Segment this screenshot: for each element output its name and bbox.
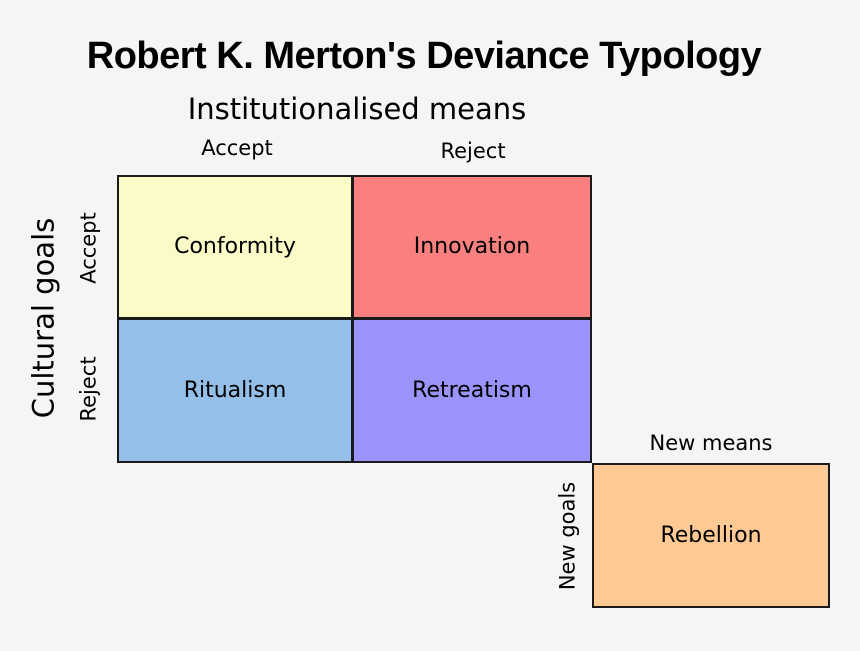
cell-innovation-label: Innovation [413, 234, 531, 260]
row-header-reject: Reject [76, 356, 101, 422]
cell-ritualism-label: Ritualism [183, 377, 287, 403]
cell-rebellion-label: Rebellion [660, 523, 762, 548]
col-header-accept: Accept [201, 136, 273, 160]
cell-retreatism-label: Retreatism [412, 377, 532, 403]
y-axis-title: Cultural goals [26, 217, 61, 419]
row-header-accept: Accept [76, 212, 101, 284]
cell-ritualism: Ritualism [119, 319, 354, 461]
col-header-reject: Reject [440, 139, 506, 163]
cell-retreatism: Retreatism [354, 319, 590, 461]
typology-matrix: Conformity Innovation Ritualism Retreati… [117, 175, 592, 463]
cell-conformity: Conformity [119, 177, 354, 320]
cell-innovation: Innovation [354, 177, 590, 320]
cell-conformity-label: Conformity [174, 234, 296, 260]
cell-rebellion: Rebellion [592, 463, 830, 608]
row-header-new-goals: New goals [555, 481, 580, 591]
col-header-new-means: New means [649, 431, 773, 455]
x-axis-title: Institutionalised means [187, 92, 527, 126]
diagram-title: Robert K. Merton's Deviance Typology [86, 35, 762, 77]
